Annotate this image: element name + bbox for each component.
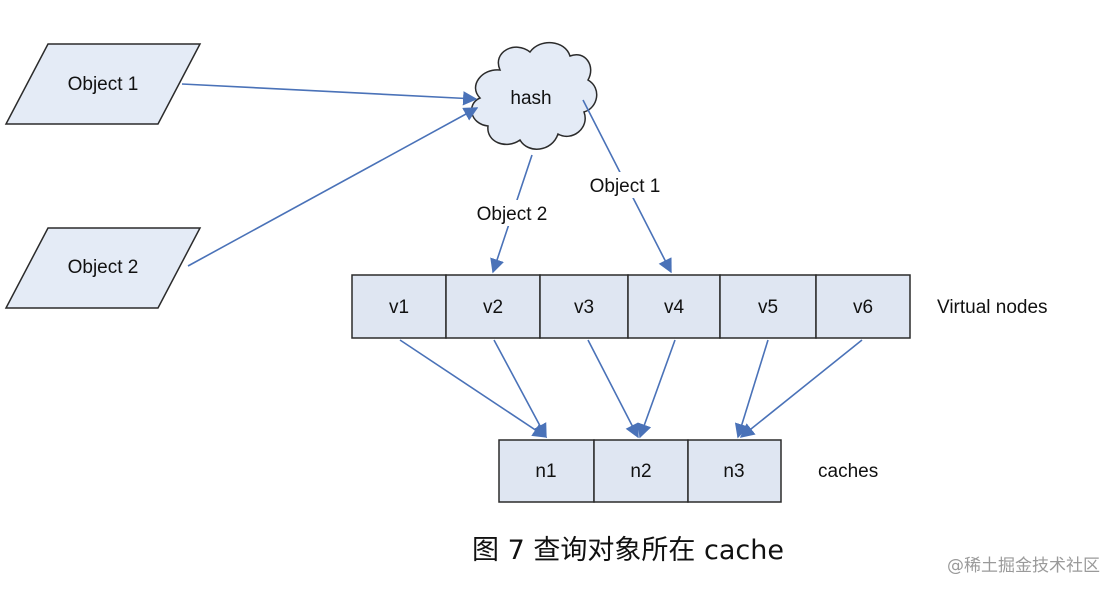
cache-label: n3 [723, 461, 744, 482]
virtual-nodes-label: Virtual nodes [937, 297, 1048, 318]
arrow-object1-to-hash [181, 83, 478, 106]
arrow-v3-to-n2 [587, 339, 639, 439]
cache-box [593, 439, 689, 503]
cache-label: n1 [535, 461, 556, 482]
watermark: @稀土掘金技术社区 [947, 556, 1100, 576]
object-1-label: Object 1 [68, 74, 139, 95]
arrow-v4-to-n2 [637, 339, 676, 439]
edge-label-object-1: Object 1 [590, 176, 661, 197]
virtual-node-label: v6 [853, 297, 873, 318]
caches-row: n1 n2 n3 [498, 439, 782, 503]
virtual-node-label: v4 [664, 297, 685, 318]
cache-box [687, 439, 782, 503]
caches-label: caches [818, 461, 878, 482]
arrow-v6-to-n3 [739, 339, 863, 438]
arrow-v2-to-n1 [493, 339, 547, 439]
object-2-shape: Object 2 [4, 227, 202, 309]
cache-label: n2 [630, 461, 651, 482]
virtual-node-label: v5 [758, 297, 778, 318]
virtual-node-box [815, 274, 911, 339]
virtual-node-box [719, 274, 817, 339]
virtual-node-box [445, 274, 541, 339]
arrow-v5-to-n3 [734, 339, 769, 439]
arrow-v1-to-n1 [399, 339, 548, 438]
object-1-shape: Object 1 [4, 43, 202, 125]
arrow-object2-to-hash [187, 107, 479, 267]
hash-cloud: hash [470, 42, 598, 150]
cache-box [498, 439, 595, 503]
object-2-label: Object 2 [68, 257, 139, 278]
figure-caption: 图 7 查询对象所在 cache [472, 535, 784, 566]
virtual-node-box [539, 274, 629, 339]
virtual-node-label: v1 [389, 297, 409, 318]
virtual-node-box [627, 274, 721, 339]
virtual-node-box [351, 274, 447, 339]
virtual-node-label: v2 [483, 297, 503, 318]
virtual-node-label: v3 [574, 297, 594, 318]
hash-label: hash [510, 88, 551, 109]
virtual-nodes-row: v1 v2 v3 v4 v5 v6 [351, 274, 911, 339]
edge-label-object-2: Object 2 [477, 204, 548, 225]
